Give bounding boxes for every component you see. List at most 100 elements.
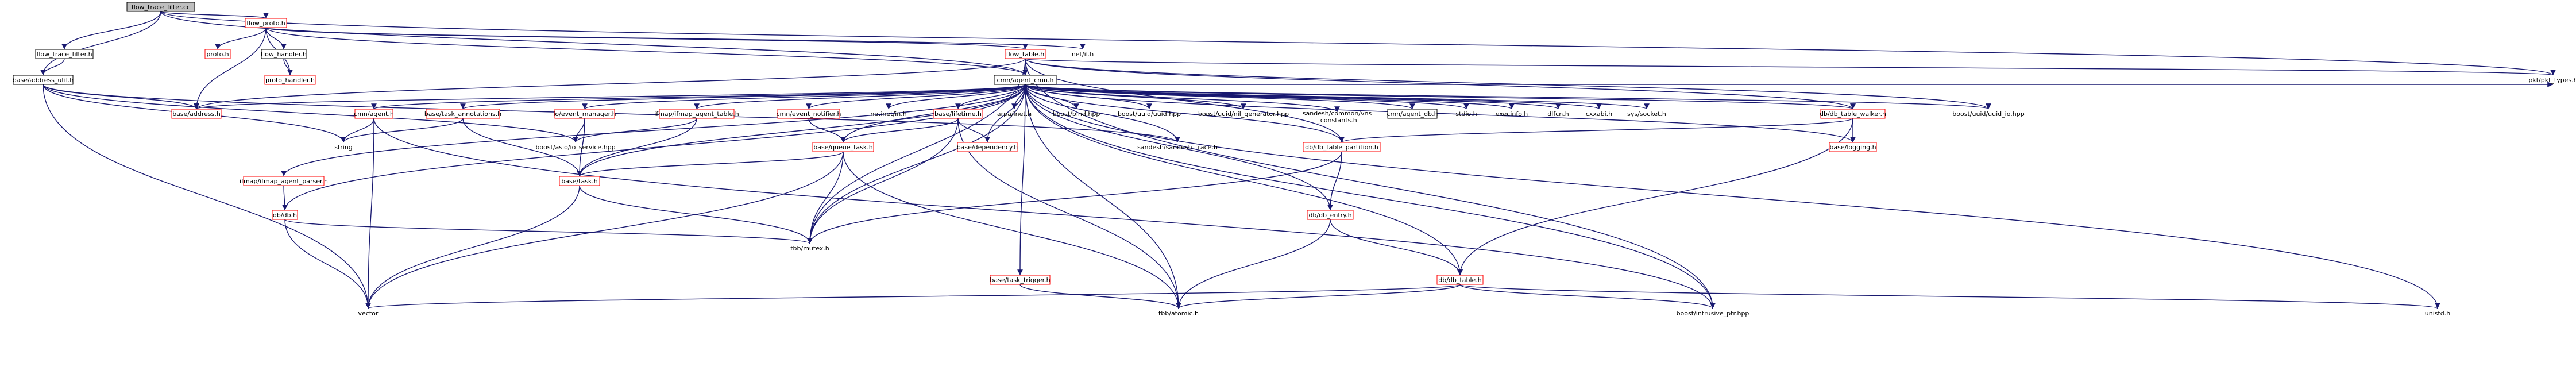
include-edges — [40, 11, 2556, 309]
node-label: base/task_trigger.h — [990, 276, 1050, 284]
node-box — [1820, 109, 1886, 119]
node-base-address-h[interactable]: base/address.h — [171, 109, 222, 119]
include-edge-cmn_agent_cmn_h-to-boost_uuid_uuid_io_hpp — [1025, 84, 1991, 110]
node-label: base/dependency.h — [957, 144, 1018, 151]
node-box — [264, 75, 316, 85]
node-base-task-trigger-h[interactable]: base/task_trigger.h — [990, 275, 1051, 285]
node-box — [1303, 142, 1381, 152]
include-edge-cmn_agent_cmn_h-to-sandesh_sandesh_trace_h — [1025, 84, 1180, 143]
include-edge-flow_trace_filter_h-to-base_address_util_h — [40, 58, 65, 76]
node-box — [243, 176, 325, 186]
include-edge-cmn_agent_cmn_h-to-ifmap_agent_table_h — [694, 84, 1026, 110]
include-edge-db_db_table_walker_h-to-db_db_table_partition_h — [1339, 118, 1853, 143]
node-db-db-h[interactable]: db/db.h — [272, 210, 298, 220]
include-edge-db_db_table_walker_h-to-db_db_table_h — [1457, 118, 1853, 276]
node-flow-handler-h[interactable]: flow_handler.h — [261, 49, 307, 59]
node-proto-h[interactable]: proto.h — [204, 49, 231, 59]
node-box — [777, 109, 840, 119]
include-edge-cmn_agent_cmn_h-to-unistd_h — [1025, 84, 2440, 309]
node-boost-uuid-nil-generator-hpp: boost/uuid/nil_generator.hpp — [1198, 110, 1289, 118]
include-edge-flow_proto_h-to-net_if_h — [265, 27, 1086, 50]
node-base-task-h[interactable]: base/task.h — [559, 176, 600, 186]
node-ifmap-agent-table-h[interactable]: ifmap/ifmap_agent_table.h — [654, 109, 739, 119]
node-box — [554, 109, 615, 119]
node-root[interactable]: flow_trace_filter.cc — [126, 2, 195, 12]
node-label: cmn/agent.h — [354, 110, 394, 118]
node-base-queue-task-h[interactable]: base/queue_task.h — [812, 142, 874, 152]
include-edge-cmn_agent_cmn_h-to-ifmap_ifmap_agent_parser_h — [281, 84, 1026, 177]
node-label: flow_handler.h — [261, 51, 307, 58]
include-edge-flow_proto_h-to-flow_handler_h — [265, 27, 287, 50]
node-label: sandesh/common/vns — [1303, 110, 1372, 117]
node-proto-handler-h[interactable]: proto_handler.h — [264, 75, 316, 85]
node-label: boost/bind.hpp — [1053, 110, 1100, 118]
include-edge-db_db_entry_h-to-tbb_atomic_h — [1176, 219, 1331, 309]
node-box — [990, 275, 1051, 285]
node-sys-socket-h: sys/socket.h — [1627, 110, 1666, 118]
include-edge-root-to-flow_trace_filter_h — [61, 11, 161, 50]
node-sandesh-sandesh-trace-h: sandesh/sandesh_trace.h — [1137, 144, 1218, 151]
include-edge-cmn_agent_cmn_h-to-base_logging_h — [1025, 84, 1856, 143]
node-label: db/db_table_walker.h — [1820, 110, 1886, 118]
node-db-db-table-partition-h[interactable]: db/db_table_partition.h — [1303, 142, 1381, 152]
node-cmn-agent-h[interactable]: cmn/agent.h — [354, 109, 394, 119]
node-boost-asio-io-service-hpp: boost/asio/io_service.hpp — [535, 144, 615, 151]
include-edge-base_task_h-to-tbb_mutex_h — [579, 185, 813, 244]
include-edge-flow_proto_h-to-cmn_agent_cmn_h — [265, 27, 1028, 76]
include-edge-cmn_agent_cmn_h-to-db_db_h — [282, 84, 1026, 211]
include-edge-flow_table_h-to-tbb_mutex_h — [807, 58, 1026, 244]
node-vector: vector — [358, 310, 379, 317]
node-box — [354, 109, 393, 119]
node-label: base/task_annotations.h — [424, 110, 501, 118]
include-edge-base_task_annotations_h-to-string — [341, 118, 464, 143]
node-cmn-agent-db-h[interactable]: cmn/agent_db.h — [1387, 109, 1438, 119]
include-edge-db_db_h-to-tbb_mutex_h — [284, 219, 813, 244]
node-box — [1829, 142, 1877, 152]
node-base-address-util-h[interactable]: base/address_util.h — [13, 75, 74, 85]
node-flow-proto-h[interactable]: flow_proto.h — [245, 18, 287, 28]
node-db-db-entry-h[interactable]: db/db_entry.h — [1307, 210, 1354, 220]
include-edge-flow_table_h-to-base_address_h — [194, 58, 1026, 110]
node-box — [13, 75, 74, 85]
include-edge-cmn_agent_cmn_h-to-tbb_mutex_h — [807, 84, 1026, 244]
include-edge-cmn_agent_cmn_h-to-base_task_h — [577, 84, 1026, 177]
node-cmn-event-notifier-h[interactable]: cmn/event_notifier.h — [776, 109, 841, 119]
node-label: db/db_table.h — [1438, 276, 1481, 284]
node-io-event-manager-h[interactable]: io/event_manager.h — [553, 109, 616, 119]
node-label: string — [334, 144, 353, 151]
node-base-task-annotations-h[interactable]: base/task_annotations.h — [424, 109, 501, 119]
node-flow-table-h[interactable]: flow_table.h — [1005, 49, 1046, 59]
include-edge-cmn_agent_h-to-boost_intrusive_ptr_hpp — [373, 118, 1716, 309]
node-label: execinfo.h — [1496, 110, 1528, 118]
node-db-db-table-walker-h[interactable]: db/db_table_walker.h — [1820, 109, 1886, 119]
node-box — [812, 142, 874, 152]
node-flow-trace-filter-h[interactable]: flow_trace_filter.h — [35, 49, 94, 59]
node-db-db-table-h[interactable]: db/db_table.h — [1436, 275, 1484, 285]
include-edge-cmn_agent_cmn_h-to-db_db_table_h — [1025, 84, 1463, 276]
node-base-logging-h[interactable]: base/logging.h — [1829, 142, 1877, 152]
node-ifmap-ifmap-agent-parser-h[interactable]: ifmap/ifmap_agent_parser.h — [240, 176, 328, 186]
node-label: base/address_util.h — [13, 76, 74, 84]
include-edge-flow_proto_h-to-base_address_h — [194, 27, 267, 110]
node-tbb-mutex-h: tbb/mutex.h — [790, 245, 829, 252]
node-label: dlfcn.h — [1547, 110, 1569, 118]
node-box — [559, 176, 600, 186]
node-label: ifmap/ifmap_agent_table.h — [654, 110, 739, 118]
node-base-dependency-h[interactable]: base/dependency.h — [957, 142, 1018, 152]
node-stdio-h: stdio.h — [1455, 110, 1477, 118]
include-edge-cmn_agent_cmn_h-to-base_task_annotations_h — [460, 84, 1026, 110]
node-box — [994, 75, 1057, 85]
node-string: string — [334, 144, 353, 151]
include-edge-cmn_agent_cmn_h-to-sys_socket_h — [1025, 84, 1650, 110]
node-label: pkt/pkt_types.h — [2528, 76, 2576, 84]
node-label: _constants.h — [1316, 117, 1357, 124]
node-cxxabi-h: cxxabi.h — [1586, 110, 1612, 118]
include-edge-db_db_table_h-to-boost_intrusive_ptr_hpp — [1459, 284, 1716, 309]
node-box — [1005, 49, 1046, 59]
node-base-lifetime-h[interactable]: base/lifetime.h — [933, 109, 983, 119]
include-edge-cmn_agent_cmn_h-to-netinet_in_h — [886, 84, 1026, 110]
include-edge-cmn_agent_cmn_h-to-base_address_h — [194, 84, 1026, 110]
include-edge-base_task_h-to-vector — [365, 185, 580, 309]
node-label: boost/intrusive_ptr.hpp — [1677, 310, 1749, 317]
node-cmn-agent-cmn-h[interactable]: cmn/agent_cmn.h — [994, 75, 1057, 85]
